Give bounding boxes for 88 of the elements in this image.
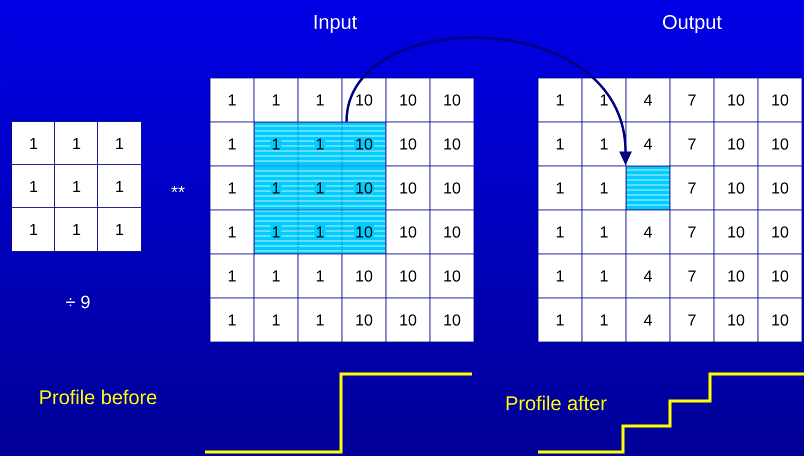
table-cell: 1 [298,298,342,342]
table-cell: 1 [210,78,254,122]
cell-value: 1 [270,182,282,194]
table-cell: 10 [714,122,758,166]
table-cell: 10 [430,122,474,166]
table-cell: 1 [11,207,56,252]
table-cell: 10 [342,78,386,122]
cell-value: 1 [314,138,326,150]
profile-label: Profile before [40,390,156,404]
table-cell: 7 [670,254,714,298]
table-cell: 1 [298,254,342,298]
table-cell: 10 [430,78,474,122]
table-cell: 4 [626,254,670,298]
table-cell: 1 [210,166,254,210]
highlight-box [626,166,670,210]
table-cell: 10 [386,122,430,166]
panel-title: Input [314,15,358,33]
table-cell: 1 [582,78,626,122]
table-cell: 10 [386,166,430,210]
table-cell: 10 [430,166,474,210]
panel-title: Output [663,14,722,34]
table-cell: 10 [342,298,386,342]
table-cell: 1 [210,298,254,342]
operator-text: ÷ 9 [66,296,90,308]
table-cell: 1 [210,210,254,254]
table-cell: 1 [582,122,626,166]
table-cell: 10 [714,254,758,298]
table-cell: 4 [626,78,670,122]
table-cell: 10 [758,254,802,298]
table-cell: 1 [582,166,626,210]
table-cell: 1 [582,254,626,298]
table-cell: 1 [538,210,582,254]
table-cell: 1 [97,121,142,166]
table-cell: 1 [538,122,582,166]
cell-value: 1 [314,226,326,238]
table-cell: 1 [11,121,56,166]
operator-text: ** [171,186,185,192]
table-cell: 10 [386,78,430,122]
table-cell: 10 [342,254,386,298]
table-cell: 1 [97,164,142,209]
table-cell: 10 [714,78,758,122]
table-cell: 10 [714,298,758,342]
table-cell: 7 [670,122,714,166]
table-cell: 1 [538,78,582,122]
table-cell: 4 [626,210,670,254]
table-cell: 4 [626,298,670,342]
table-cell: 1 [54,207,99,252]
table-cell: 10 [714,210,758,254]
table-cell: 10 [386,254,430,298]
cell-value: 10 [354,181,374,195]
cell-value: 10 [354,137,374,151]
table-cell: 10 [386,210,430,254]
table-cell: 1 [11,164,56,209]
table-cell: 10 [386,298,430,342]
table-cell: 7 [670,210,714,254]
table-cell: 7 [670,78,714,122]
table-cell: 7 [670,298,714,342]
table-cell: 1 [254,254,298,298]
table-cell: 10 [430,298,474,342]
table-cell: 1 [210,122,254,166]
table-cell: 1 [582,298,626,342]
table-cell: 10 [430,210,474,254]
table-cell: 10 [714,166,758,210]
table-cell: 1 [582,210,626,254]
table-cell: 1 [97,207,142,252]
table-cell: 7 [670,166,714,210]
cell-value: 10 [354,225,374,239]
table-cell: 10 [758,210,802,254]
table-cell: 10 [758,122,802,166]
profile-label: Profile after [506,396,607,410]
table-cell: 1 [538,254,582,298]
cell-value: 1 [270,138,282,150]
table-cell: 4 [626,122,670,166]
cell-value: 1 [270,226,282,238]
highlight-box [254,122,386,254]
table-cell: 1 [54,164,99,209]
table-cell: 1 [254,78,298,122]
cell-value: 1 [314,182,326,194]
table-cell: 1 [254,298,298,342]
table-cell: 10 [758,166,802,210]
table-cell: 10 [758,78,802,122]
table-cell: 1 [210,254,254,298]
table-cell: 10 [430,254,474,298]
table-cell: 1 [538,166,582,210]
table-cell: 1 [298,78,342,122]
table-cell: 10 [758,298,802,342]
table-cell: 1 [54,121,99,166]
table-cell: 1 [538,298,582,342]
